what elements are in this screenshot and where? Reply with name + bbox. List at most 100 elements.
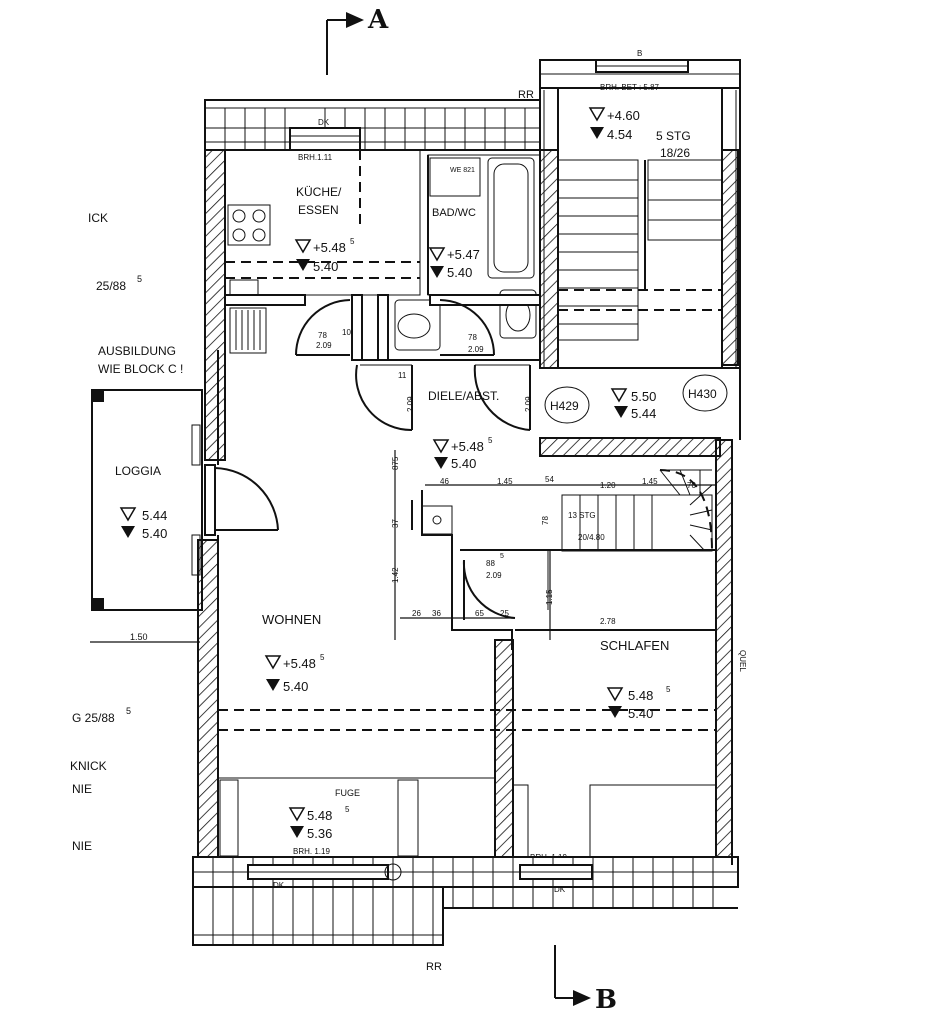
section-marker-a: A (326, 5, 389, 75)
level-flur-bot: 5.44 (631, 406, 656, 421)
doors-upper: 78 2.09 10 78 2.09 (224, 294, 541, 361)
level-loggia-top: 5.44 (142, 508, 167, 523)
dim-78-left: 78 (318, 331, 327, 340)
room-diele: DIELE/ABST. +5.48 5 5.40 2.09 2.09 11 (355, 364, 533, 471)
dim-10: 10 (342, 328, 351, 337)
roof-band-bottom: DK DK (192, 856, 739, 946)
window-label-bottom-left: DK (273, 881, 285, 890)
left-notes: ICK 25/88 5 AUSBILDUNG WIE BLOCK C ! G 2… (70, 211, 183, 853)
note-2588: 25/88 (96, 279, 126, 293)
window-label-stair: B (637, 49, 642, 58)
level-kueche-bot: 5.40 (313, 259, 338, 274)
room-label-wohnen: WOHNEN (262, 612, 321, 627)
dim-54: 54 (545, 475, 554, 484)
dim-209-left: 2.09 (316, 341, 332, 350)
level-fuge-sup: 5 (345, 805, 350, 814)
note-ausbildung-2: WIE BLOCK C ! (98, 362, 183, 376)
dim-875: 875 (391, 456, 400, 470)
dim-209-door: 2.09 (486, 571, 502, 580)
dim-46: 46 (440, 477, 449, 486)
window-label-bottom-mid: DK (554, 885, 566, 894)
outer-walls (217, 350, 741, 865)
dim-120: 1.20 (600, 481, 616, 490)
steps-lower-ratio: 20/4.80 (578, 533, 605, 542)
level-bad-bot: 5.40 (447, 265, 472, 280)
dim-145-diele: 1.45 (497, 477, 513, 486)
section-marker-b: B (554, 945, 617, 1015)
room-label-fuge: FUGE (335, 788, 360, 798)
dim-209-diele: 2.09 (406, 396, 415, 412)
stair-tower-top: B BRH. BET : 5.87 (539, 49, 741, 369)
dim-36: 36 (432, 609, 441, 618)
dim-209-flur: 2.09 (524, 396, 533, 412)
level-treppe-bot: 4.54 (607, 127, 632, 142)
note-g2588-sup: 5 (126, 706, 131, 716)
note-2588-sup: 5 (137, 274, 142, 284)
level-schlafen-sup: 5 (666, 685, 671, 694)
room-label-kueche-2: ESSEN (298, 203, 339, 217)
level-loggia-bot: 5.40 (142, 526, 167, 541)
room-wohnen: WOHNEN +5.48 5 5.40 (218, 612, 716, 857)
rr-marker-bottom: RR (426, 961, 442, 973)
partitions (411, 490, 716, 650)
note-ausbildung-1: AUSBILDUNG (98, 344, 176, 358)
level-schlafen-bot: 5.40 (628, 706, 653, 721)
steps-lower: 13 STG (568, 511, 596, 520)
window-sill-stair: BRH. BET : 5.87 (600, 83, 660, 92)
note-g2588: G 25/88 (72, 711, 115, 725)
stair-upper (557, 159, 723, 341)
dim-209-right: 2.09 (468, 345, 484, 354)
dim-right-vert: QUEL (738, 650, 747, 672)
window-label-dk: DK (318, 118, 330, 127)
room-label-diele: DIELE/ABST. (428, 389, 499, 403)
level-wohnen-bot: 5.40 (283, 679, 308, 694)
dim-65: 65 (475, 609, 484, 618)
level-flur-top: 5.50 (631, 389, 656, 404)
marker-h429-label: H429 (550, 399, 579, 413)
room-flur: H429 H430 5.50 5.44 (540, 367, 740, 424)
dim-loggia-width: 1.50 (130, 632, 148, 642)
marker-h429 (544, 386, 590, 424)
note-nie-1: NIE (72, 782, 92, 796)
level-diele-sup: 5 (488, 436, 493, 445)
toilet (394, 299, 441, 351)
dim-142: 1.42 (391, 567, 400, 583)
dim-70: 70 (687, 481, 696, 490)
dim-115: 1.15 (545, 589, 554, 605)
door-loggia (204, 464, 279, 536)
steps-upper-ratio: 18/26 (660, 146, 690, 160)
room-label-loggia: LOGGIA (115, 464, 161, 478)
room-label-bad: BAD/WC (432, 207, 476, 219)
dim-885: 88 (486, 559, 495, 568)
stove (227, 204, 271, 246)
dim-26: 26 (412, 609, 421, 618)
level-kueche-sup: 5 (350, 237, 355, 246)
level-fuge-top: 5.48 (307, 808, 332, 823)
level-diele-top: +5.48 (451, 439, 484, 454)
dim-145: 1.45 (642, 477, 658, 486)
level-bad-top: +5.47 (447, 247, 480, 262)
rr-marker-top: RR (518, 89, 534, 101)
room-fuge: FUGE 5.48 5 5.36 BRH. 1.19 BRH. 1.19 (288, 788, 567, 862)
section-label-a: A (367, 5, 389, 35)
level-schlafen-top: 5.48 (628, 688, 653, 703)
roof-band-top (204, 99, 541, 151)
room-loggia: LOGGIA 5.44 5.40 (91, 389, 203, 611)
washbasin (499, 289, 537, 339)
window-label-bath: WE 821 (450, 167, 475, 174)
dim-25: 25 (500, 609, 509, 618)
window-sill-living: BRH. 1.19 (293, 847, 330, 856)
dim-11: 11 (398, 371, 407, 380)
dim-37: 37 (391, 519, 400, 528)
level-kueche-top: +5.48 (313, 240, 346, 255)
note-knick: KNICK (70, 759, 107, 773)
level-treppe: +4.60 4.54 5 STG 18/26 (588, 107, 691, 160)
marker-h430 (682, 374, 728, 412)
dim-278: 2.78 (600, 617, 616, 626)
section-label-b: B (595, 985, 617, 1015)
room-schlafen: SCHLAFEN 5.48 5 5.40 (512, 638, 717, 858)
steps-upper: 5 STG (656, 129, 691, 143)
shaft (421, 505, 453, 535)
level-diele-bot: 5.40 (451, 456, 476, 471)
